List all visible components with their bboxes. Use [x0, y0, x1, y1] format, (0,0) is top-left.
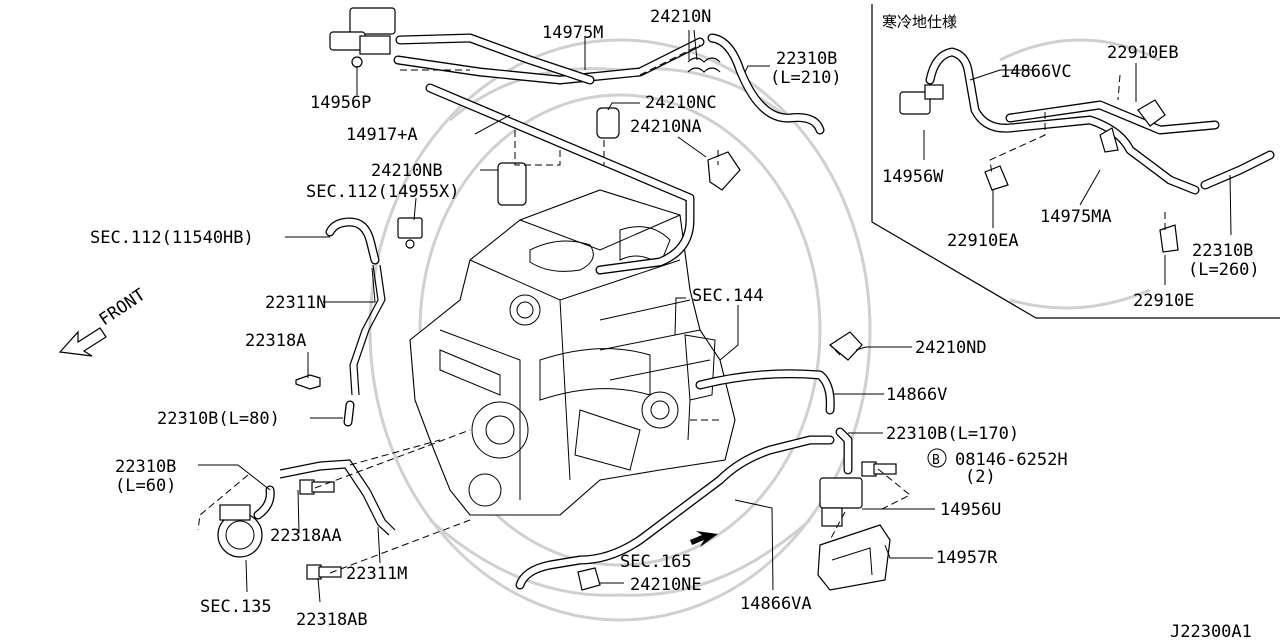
label-14975M: 14975M: [542, 23, 603, 43]
bolt-circle-letter: B: [932, 453, 940, 468]
label-22310B-210-length: (L=210): [770, 68, 842, 88]
front-direction-arrow: [58, 327, 107, 357]
upper-vacuum-hoses: [325, 33, 825, 275]
label-22311N: 22311N: [265, 293, 326, 313]
inset-title: 寒冷地仕様: [882, 13, 957, 31]
label-22310B-80: 22310B(L=80): [157, 409, 280, 429]
label-24210N: 24210N: [650, 7, 711, 27]
label-sec112-11540HB: SEC.112(11540HB): [90, 228, 254, 248]
leader-lines: [198, 29, 1232, 603]
label-sec112-14955X: SEC.112(14955X): [306, 182, 460, 202]
label-22310B-170: 22310B(L=170): [886, 424, 1019, 444]
lower-vacuum-hoses: [253, 369, 853, 590]
label-bolt-qty: (2): [965, 467, 996, 487]
label-24210NC: 24210NC: [645, 93, 717, 113]
label-22310B-60-length: (L=60): [115, 476, 176, 496]
part-labels: 寒冷地仕様 14956P 14975M 24210N 22310B (L=210…: [90, 7, 1260, 642]
label-14957R: 14957R: [936, 548, 998, 568]
label-24210NE: 24210NE: [630, 575, 702, 595]
inset-frame: [871, 4, 1280, 319]
engine-assembly: [409, 189, 736, 516]
label-14866VA: 14866VA: [740, 594, 812, 614]
label-14956P: 14956P: [310, 93, 371, 113]
label-14866VC: 14866VC: [1000, 62, 1072, 82]
label-sec144: SEC.144: [692, 286, 764, 306]
label-22310B-210: 22310B: [776, 49, 837, 69]
label-24210NA: 24210NA: [630, 117, 702, 137]
label-22318A: 22318A: [245, 331, 306, 351]
figure-code: J22300A1: [1170, 622, 1252, 639]
label-sec165: SEC.165: [620, 552, 692, 572]
front-label: FRONT: [96, 285, 150, 330]
dashed-guides: [197, 44, 1166, 574]
label-14956U: 14956U: [940, 500, 1001, 520]
metal-pipes: [279, 264, 396, 536]
label-22910EB: 22910EB: [1107, 43, 1179, 63]
label-14956W: 14956W: [882, 167, 944, 187]
label-22310B-60: 22310B: [115, 457, 176, 477]
label-22310B-260: 22310B: [1192, 241, 1253, 261]
label-24210NB: 24210NB: [371, 161, 443, 181]
label-22311M: 22311M: [346, 564, 407, 584]
label-24210ND: 24210ND: [915, 338, 987, 358]
bolt-circle-symbol: [927, 448, 947, 468]
label-22910E: 22910E: [1133, 291, 1194, 311]
components: [217, 7, 897, 591]
label-14975MA: 14975MA: [1040, 207, 1112, 227]
label-22318AA: 22318AA: [270, 526, 342, 546]
label-22318AB: 22318AB: [296, 610, 368, 630]
label-22910EA: 22910EA: [947, 231, 1019, 251]
inset-components: [899, 47, 1275, 253]
label-sec135: SEC.135: [200, 597, 272, 617]
label-14866V: 14866V: [886, 385, 947, 405]
label-08146-6252H: 08146-6252H: [955, 450, 1068, 470]
label-22310B-260-length: (L=260): [1188, 260, 1260, 280]
label-14917A: 14917+A: [346, 125, 418, 145]
